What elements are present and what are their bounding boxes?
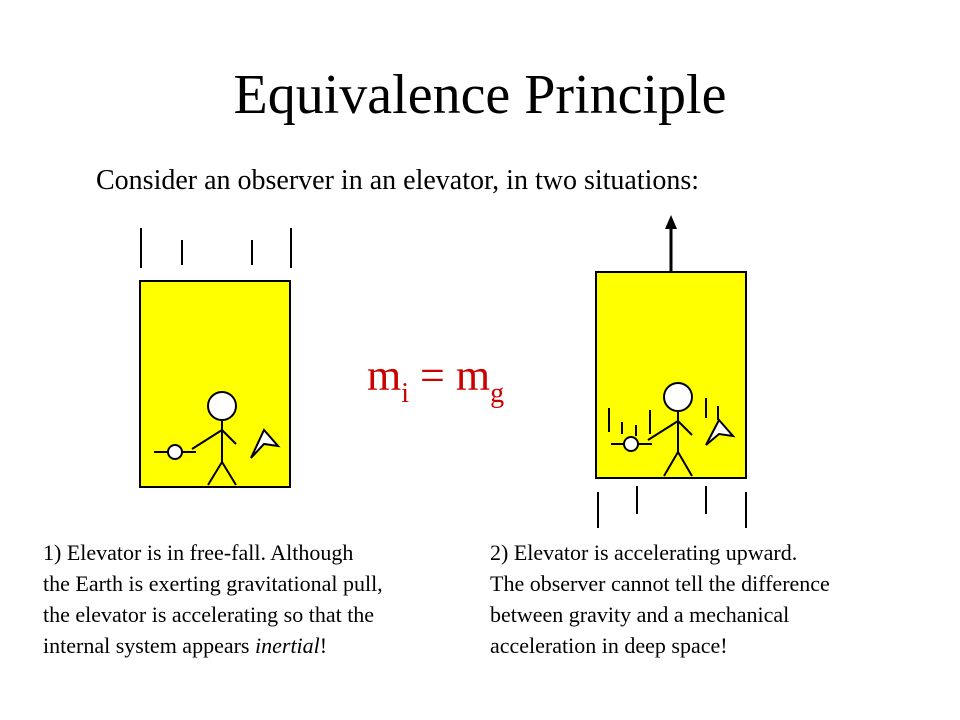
ball <box>167 444 183 460</box>
accelerating-elevator-car <box>595 271 747 479</box>
freefall-observer <box>191 391 237 486</box>
equals-sign: = <box>409 351 456 400</box>
observer-head <box>663 382 693 412</box>
observer-head <box>207 391 237 421</box>
freefall-caption: 1) Elevator is in free-fall. Although th… <box>43 537 383 661</box>
caption-emphasis: inertial <box>255 633 320 658</box>
observer-left-leg <box>207 461 223 486</box>
mass-equivalence-equation: mi = mg <box>367 350 504 408</box>
freefall-floating-object <box>250 428 281 459</box>
arrow-head <box>665 215 677 229</box>
observer-left-leg <box>663 451 679 477</box>
caption-text: ! <box>319 633 328 658</box>
accelerating-object <box>705 418 736 446</box>
accelerating-observer <box>647 382 693 477</box>
freefall-floating-ball <box>154 444 196 460</box>
observer-right-leg <box>221 461 237 486</box>
caption-line: 1) Elevator is in free-fall. Although <box>43 540 354 565</box>
caption-line: 2) Elevator is accelerating upward. <box>490 540 798 565</box>
gravitational-mass-subscript: g <box>490 378 505 409</box>
slide-subtitle: Consider an observer in an elevator, in … <box>96 165 700 196</box>
ball <box>623 436 639 452</box>
caption-line: internal system appears inertial! <box>43 630 383 661</box>
accelerating-elevator-group <box>595 215 747 528</box>
accelerating-caption: 2) Elevator is accelerating upward. The … <box>490 537 830 661</box>
slide-title: Equivalence Principle <box>233 64 727 126</box>
inertial-mass-symbol: m <box>367 351 402 400</box>
observer-left-arm <box>191 429 223 450</box>
observer-left-arm <box>647 420 679 441</box>
caption-line: the Earth is exerting gravitational pull… <box>43 571 383 596</box>
acceleration-arrow <box>665 215 677 272</box>
observer-right-leg <box>677 451 693 477</box>
accelerating-ball <box>611 436 652 452</box>
observer-right-arm <box>221 429 237 445</box>
freefall-motion-lines <box>140 228 292 268</box>
freefall-elevator-group <box>139 228 292 488</box>
falling-motion-lines <box>608 398 719 436</box>
caption-line: the elevator is accelerating so that the <box>43 602 375 627</box>
caption-text: internal system appears <box>43 633 255 658</box>
caption-line: The observer cannot tell the difference <box>490 571 830 596</box>
caption-line: acceleration in deep space! <box>490 633 728 658</box>
accelerating-motion-lines <box>597 486 747 528</box>
gravitational-mass-symbol: m <box>455 351 491 400</box>
inertial-mass-subscript: i <box>401 378 410 409</box>
observer-right-arm <box>677 420 693 436</box>
freefall-elevator-car <box>139 280 291 488</box>
caption-line: between gravity and a mechanical <box>490 602 790 627</box>
